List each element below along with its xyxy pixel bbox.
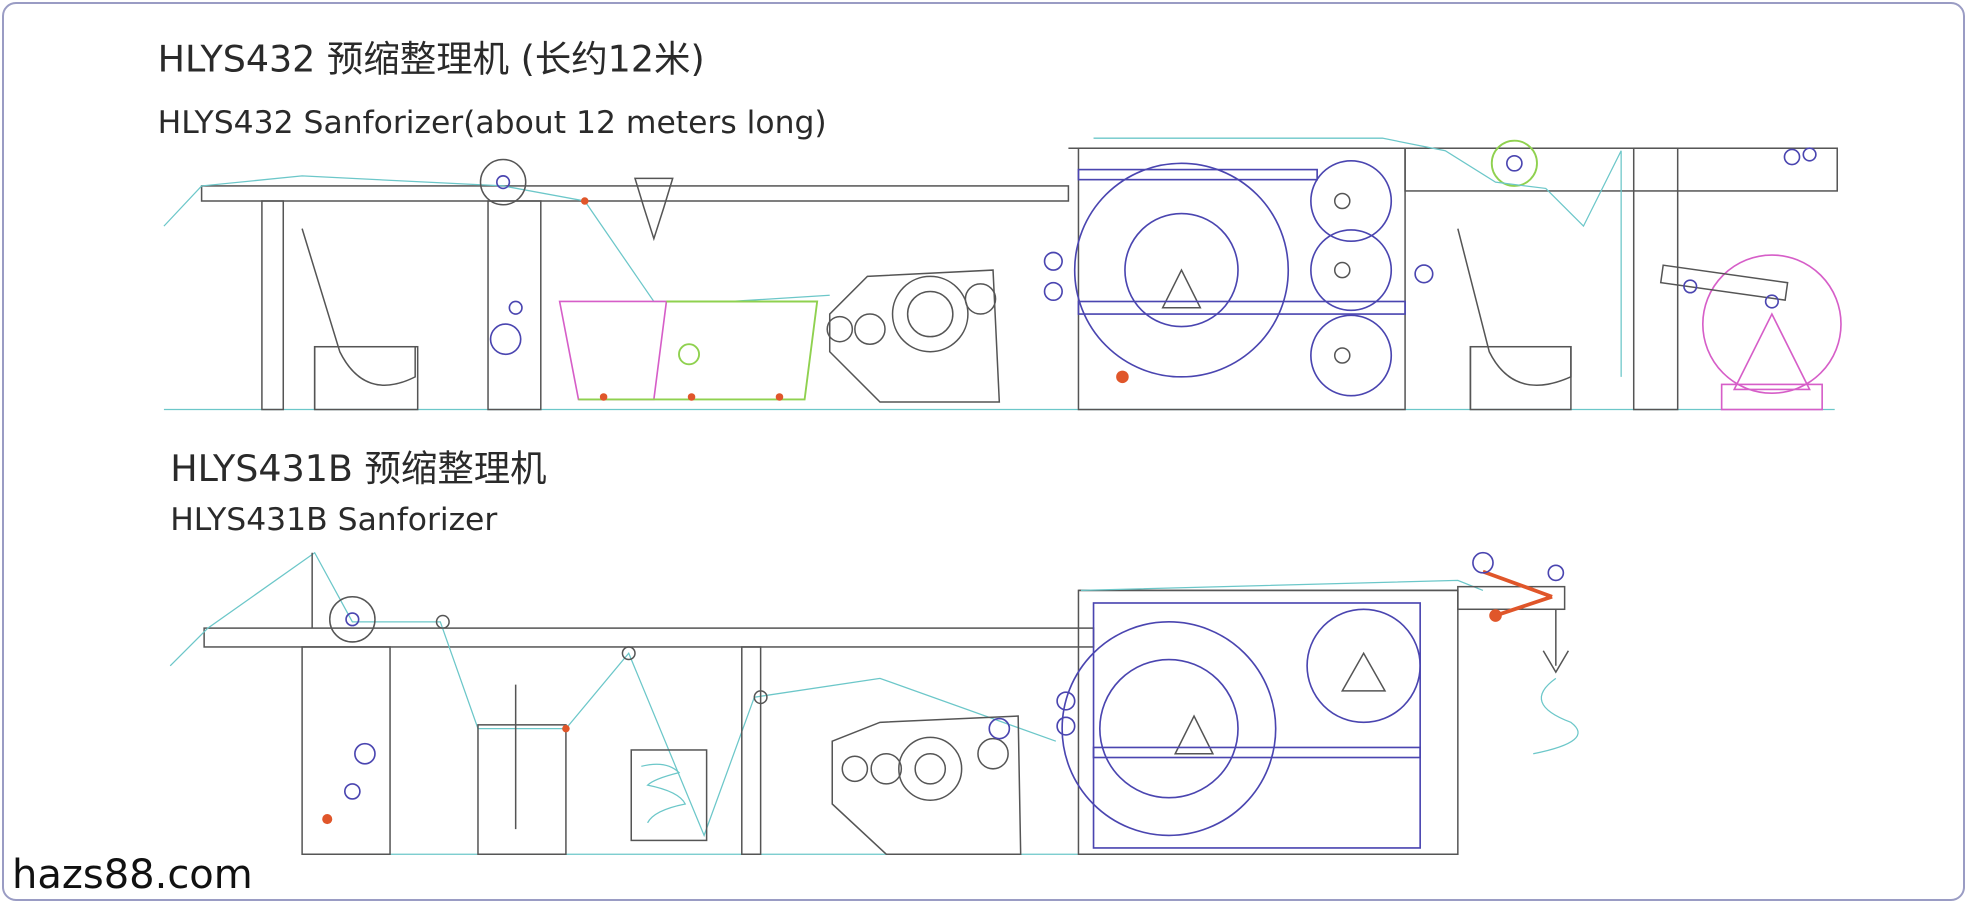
- top-machine-title-cn: HLYS432 预缩整理机 (长约12米): [158, 38, 705, 81]
- top-machine-title-en: HLYS432 Sanforizer(about 12 meters long): [158, 105, 827, 141]
- shrinking-unit-bottom: [831, 715, 1022, 855]
- top-machine-drawing: [163, 137, 1842, 411]
- batching-roll: [1659, 254, 1842, 411]
- felt-calender-top: [1043, 147, 1434, 411]
- shrinking-unit-top: [826, 269, 1001, 403]
- bottom-machine-drawing: [169, 551, 1579, 855]
- pink-trough: [558, 300, 668, 401]
- scray-j-box-left: [301, 228, 419, 411]
- watermark: hazs88.com: [12, 852, 253, 898]
- bottom-machine-title-cn: HLYS431B 预缩整理机: [170, 447, 546, 490]
- bottom-machine-title-en: HLYS431B Sanforizer: [170, 502, 497, 538]
- felt-calender-bottom: [1056, 589, 1459, 855]
- scray-j-box-right: [1457, 228, 1572, 411]
